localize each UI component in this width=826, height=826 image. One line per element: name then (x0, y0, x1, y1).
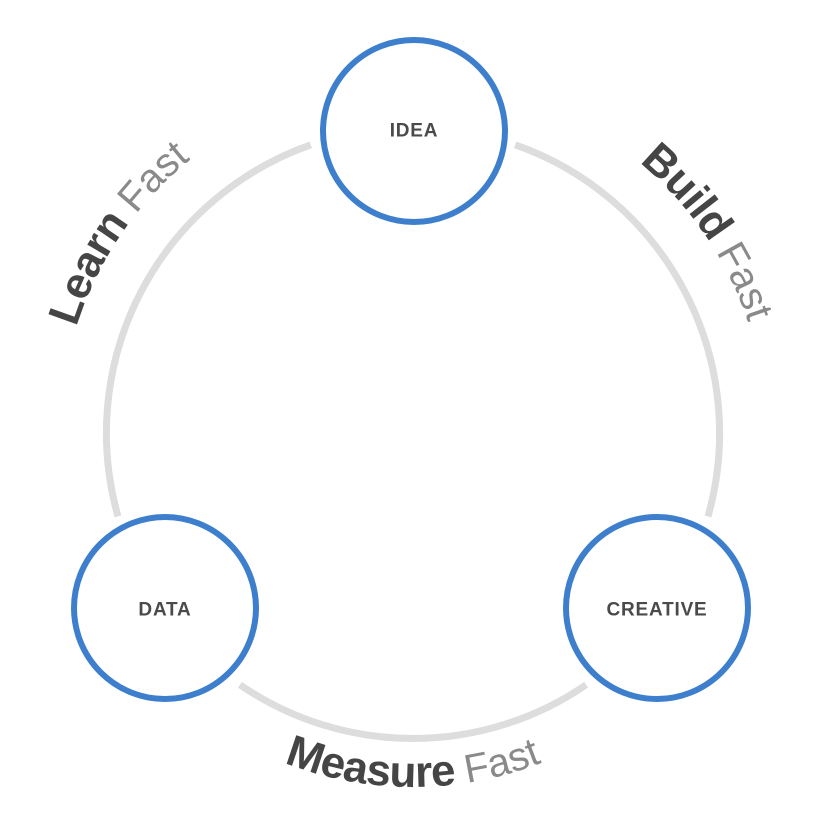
node-idea: IDEA (320, 37, 508, 225)
ring-arc-data-idea (102, 141, 312, 518)
node-creative-circle (563, 514, 751, 702)
node-data-circle (71, 514, 259, 702)
stage-learn-bold: Learn (39, 201, 137, 331)
node-idea-label: IDEA (390, 121, 439, 142)
ring-arc-idea-creative (514, 141, 724, 518)
node-idea-circle (320, 37, 508, 225)
node-data-label: DATA (138, 600, 191, 621)
node-creative-label: CREATIVE (606, 600, 707, 621)
stage-build-bold: Build (633, 133, 743, 248)
ring-arc-creative-data (237, 681, 589, 742)
stage-measure-light: Fast (451, 730, 545, 794)
stage-label-learn: Learn Fast (39, 132, 196, 330)
stage-label-build: Build Fast (633, 133, 782, 325)
node-creative: CREATIVE (563, 514, 751, 702)
node-data: DATA (71, 514, 259, 702)
